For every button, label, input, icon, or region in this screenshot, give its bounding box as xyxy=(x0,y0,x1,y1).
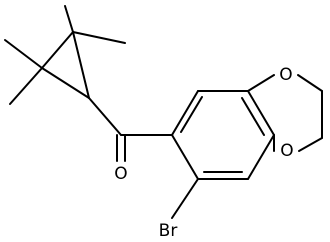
cyclopropane-bond-top xyxy=(41,31,74,69)
methyl-bond-1 xyxy=(64,5,74,33)
oxygen-bottom-label: O xyxy=(280,141,293,161)
oxygen-top-label: O xyxy=(279,65,292,85)
dioxane-bond-o-bottom-right xyxy=(298,137,323,152)
bromine-label: Br xyxy=(159,221,178,241)
bond-lines xyxy=(4,5,323,219)
dioxane-bond-o-top-left xyxy=(247,74,275,92)
cyclopropyl-carbonyl-bond xyxy=(88,97,122,136)
methyl-bond-3 xyxy=(4,39,43,69)
benzene-inner-bond-2 xyxy=(241,97,265,136)
aryl-bromine-bond xyxy=(171,178,199,219)
methyl-bond-4 xyxy=(9,67,43,105)
benzene-inner-bond-1 xyxy=(180,96,203,133)
benzene-bond-1 xyxy=(171,90,199,136)
benzene-bond-3 xyxy=(247,90,275,136)
carbonyl-oxygen-label: O xyxy=(114,164,127,184)
cyclopropane-bond-left xyxy=(41,67,90,99)
methyl-bond-2 xyxy=(72,31,126,44)
cyclopropane-bond-right xyxy=(72,31,90,99)
benzene-bond-6 xyxy=(171,134,199,180)
benzene-bond-4 xyxy=(247,134,275,180)
dioxane-bond-o-top-right xyxy=(297,74,323,92)
